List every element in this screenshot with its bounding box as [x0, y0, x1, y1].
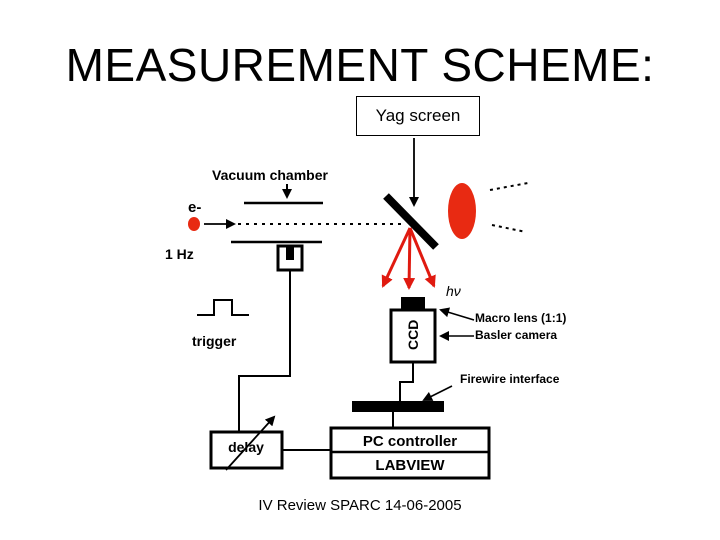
dotted-ray-upper — [489, 182, 529, 191]
macro-lens-pointer — [439, 307, 475, 321]
firewire-label: Firewire interface — [460, 372, 560, 386]
macro-lens-label: Macro lens (1:1) — [475, 311, 566, 325]
firewire-bar — [352, 401, 444, 412]
delay-box — [209, 430, 284, 470]
electron-bunch — [188, 217, 200, 231]
slide-title: MEASUREMENT SCHEME: — [65, 39, 655, 91]
yag-mirror — [383, 193, 439, 250]
pc-controller-label: PC controller — [363, 433, 457, 450]
slide-footer: IV Review SPARC 14-06-2005 — [258, 497, 462, 514]
ccd-label: CCD — [405, 320, 421, 350]
photon-label: hν — [446, 283, 461, 299]
vacuum-chamber-label: Vacuum chamber — [212, 167, 328, 183]
light-spot — [448, 183, 476, 239]
electron-label: e- — [188, 199, 201, 216]
dotted-ray-lower — [491, 224, 527, 233]
trigger-pulse-icon — [197, 299, 249, 316]
delay-adjust-arrow — [225, 415, 276, 471]
camera-cable — [399, 362, 414, 401]
light-ray-center — [403, 227, 416, 290]
light-ray-right — [408, 227, 436, 288]
labview-label: LABVIEW — [375, 457, 445, 474]
camera-lens — [401, 297, 425, 309]
yag-screen-box: Yag screen — [356, 96, 480, 136]
firewire-pointer — [422, 385, 453, 401]
light-ray-left — [381, 227, 412, 288]
ccd-camera-body — [389, 308, 437, 364]
trigger-signal-line — [238, 270, 291, 432]
frequency-label: 1 Hz — [165, 246, 194, 262]
basler-camera-label: Basler camera — [475, 328, 557, 342]
pickup-core — [286, 246, 294, 260]
trigger-label: trigger — [192, 333, 237, 349]
